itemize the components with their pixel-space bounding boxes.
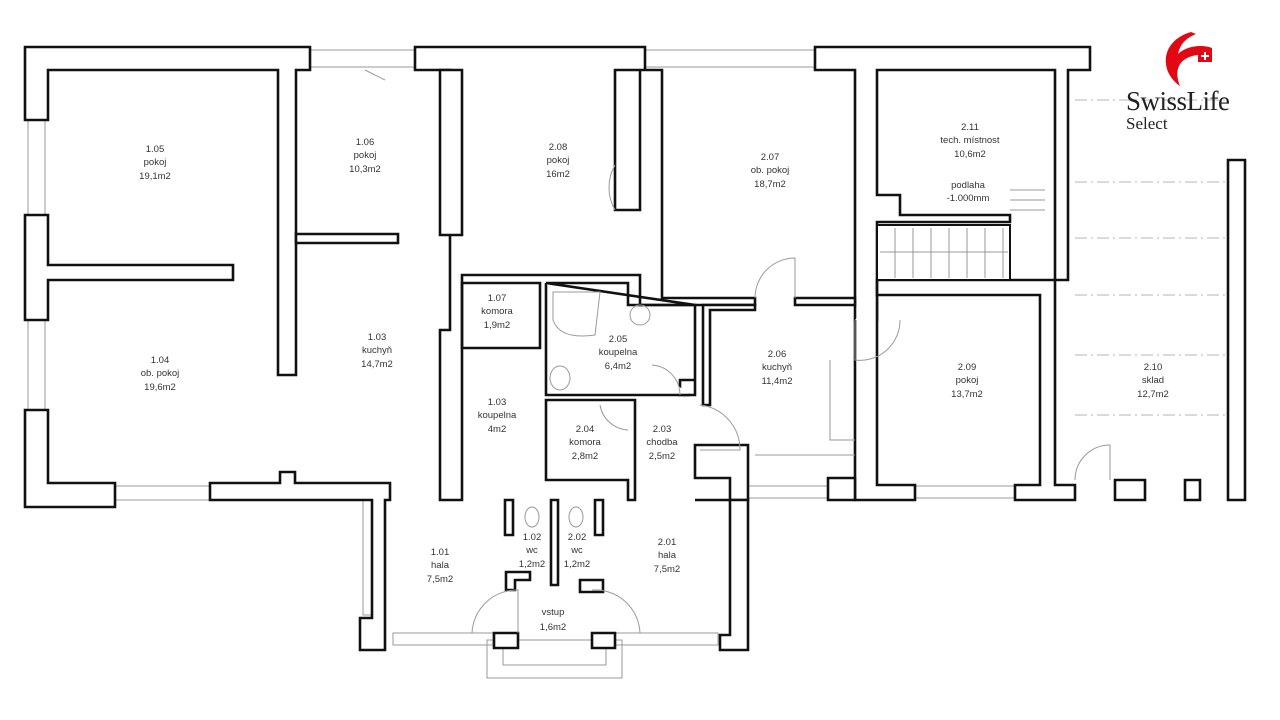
room-name: hala xyxy=(658,550,677,561)
room-name: tech. místnost xyxy=(940,135,999,146)
room-name: sklad xyxy=(1142,375,1164,386)
room-number: 1.03 xyxy=(488,397,507,408)
room-name: komora xyxy=(481,306,513,317)
room-area: 18,7m2 xyxy=(754,179,786,190)
room-number: 1.02 xyxy=(523,532,542,543)
room-area: 19,1m2 xyxy=(139,171,171,182)
room-number: 2.09 xyxy=(958,362,977,373)
room-name: koupelna xyxy=(478,410,517,421)
room-area: 14,7m2 xyxy=(361,359,393,370)
room-number: 2.05 xyxy=(609,334,628,345)
room-name: wc xyxy=(525,545,538,556)
room-area: 7,5m2 xyxy=(654,564,680,575)
room-area: 10,6m2 xyxy=(954,149,986,160)
room-area: 7,5m2 xyxy=(427,574,453,585)
room-number: 1.06 xyxy=(356,137,375,148)
floor-level-value: -1.000mm xyxy=(947,193,990,204)
room-name: pokoj xyxy=(956,375,979,386)
door-swings xyxy=(364,69,1111,634)
room-area: 10,3m2 xyxy=(349,164,381,175)
room-area: 19,6m2 xyxy=(144,382,176,393)
room-name: kuchyň xyxy=(762,362,792,373)
dashed-lines xyxy=(1075,99,1228,416)
logo-sub: Select xyxy=(1126,114,1168,133)
floor-level-label: podlaha xyxy=(951,180,986,191)
room-number: 2.04 xyxy=(576,424,595,435)
room-number: 2.03 xyxy=(653,424,672,435)
room-name: wc xyxy=(570,545,583,556)
room-name: hala xyxy=(431,560,450,571)
room-number: 1.04 xyxy=(151,355,170,366)
room-name: pokoj xyxy=(144,157,167,168)
room-name: pokoj xyxy=(354,150,377,161)
room-number: 1.07 xyxy=(488,293,507,304)
room-area: 1,2m2 xyxy=(519,559,545,570)
room-area: 13,7m2 xyxy=(951,389,983,400)
swisslife-emblem-icon xyxy=(1165,32,1212,86)
room-name: chodba xyxy=(646,437,678,448)
room-area: 12,7m2 xyxy=(1137,389,1169,400)
entrance-area: 1,6m2 xyxy=(540,622,566,633)
room-number: 2.11 xyxy=(961,122,979,133)
room-area: 2,5m2 xyxy=(649,451,675,462)
room-number: 2.10 xyxy=(1144,362,1163,373)
stairs xyxy=(876,189,1045,281)
room-name: pokoj xyxy=(547,155,570,166)
room-name: kuchyň xyxy=(362,345,392,356)
logo-brand: SwissLife xyxy=(1126,86,1230,116)
room-number: 1.03 xyxy=(368,332,387,343)
room-area: 11,4m2 xyxy=(762,376,793,387)
room-name: ob. pokoj xyxy=(141,368,180,379)
room-area: 1,2m2 xyxy=(564,559,590,570)
room-area: 6,4m2 xyxy=(605,361,631,372)
room-name: komora xyxy=(569,437,601,448)
room-area: 2,8m2 xyxy=(572,451,598,462)
fixtures xyxy=(524,291,855,528)
entrance-name: vstup xyxy=(542,607,565,618)
room-number: 2.08 xyxy=(549,142,568,153)
room-number: 2.07 xyxy=(761,152,780,163)
room-area: 1,9m2 xyxy=(484,320,510,331)
room-number: 2.02 xyxy=(568,532,587,543)
room-area: 16m2 xyxy=(546,169,570,180)
room-name: ob. pokoj xyxy=(751,165,790,176)
room-number: 1.05 xyxy=(146,144,165,155)
room-area: 4m2 xyxy=(488,424,506,435)
room-number: 2.01 xyxy=(658,537,677,548)
room-name: koupelna xyxy=(599,347,638,358)
room-number: 2.06 xyxy=(768,349,787,360)
room-number: 1.01 xyxy=(431,547,450,558)
